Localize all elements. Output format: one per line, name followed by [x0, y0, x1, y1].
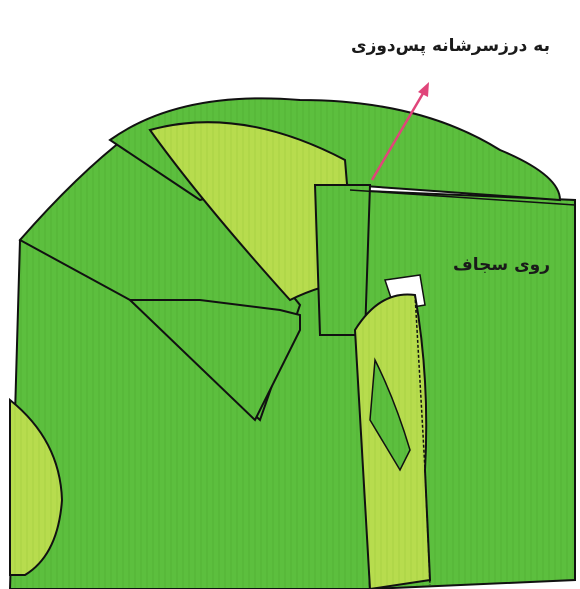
- shoulder-tab: [315, 185, 370, 335]
- shoulder-seam-label: به درزسرشانه پس‌دوزی: [351, 36, 550, 56]
- facing-label: روی سجاف: [453, 255, 550, 275]
